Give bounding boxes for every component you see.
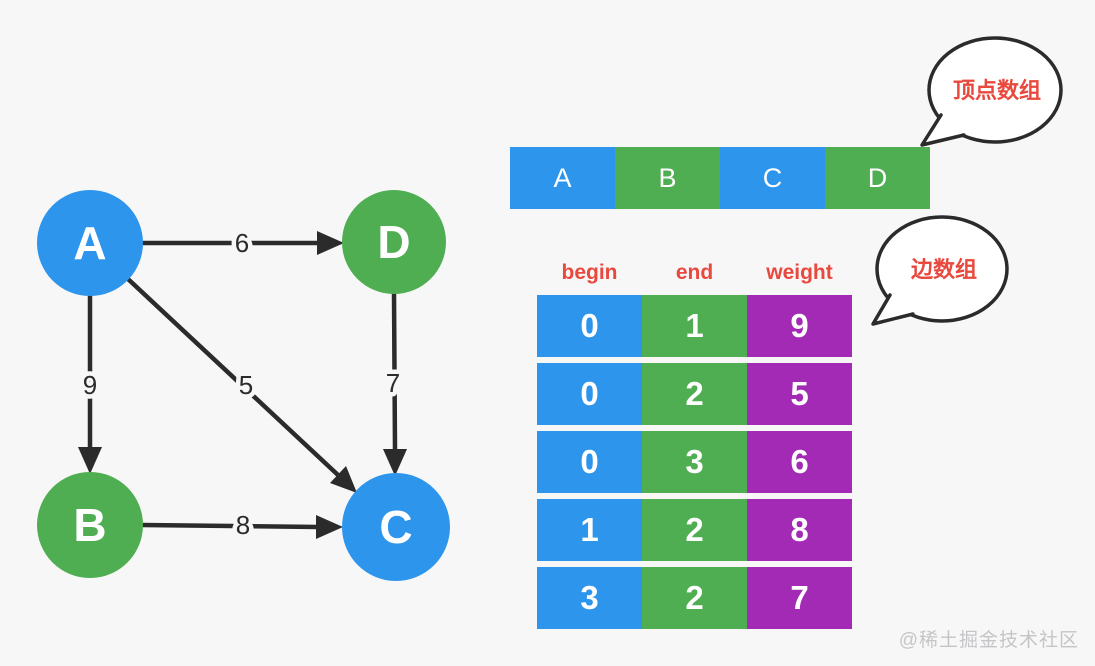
column-header-end: end [675,261,714,284]
graph-diagram: 6 9 5 7 8 A [37,190,450,581]
vertex-cell: C [720,147,825,209]
table-row: 0 3 6 [537,431,852,493]
watermark: @稀土掘金技术社区 [898,630,1079,651]
edge-a-b: 9 [78,292,102,474]
graph-node-d: D [342,190,446,294]
arrowhead-icon [316,515,343,539]
table-row: 3 2 7 [537,567,852,629]
edge-array-bubble-label: 边数组 [910,257,977,282]
edge-weight-label: 7 [386,368,400,398]
column-header-begin: begin [561,261,618,284]
cell-weight: 7 [747,567,852,629]
node-label: B [73,499,106,551]
graph-node-c: C [342,473,450,581]
cell-weight: 5 [747,363,852,425]
edge-weight-label: 8 [236,510,250,540]
bubble-tail-icon [920,113,966,147]
edge-table-header-row: begin end weight [537,259,852,286]
node-label: A [73,217,106,269]
cell-begin: 0 [537,431,642,493]
cell-weight: 8 [747,499,852,561]
edge-d-c: 7 [381,290,407,476]
cell-weight: 6 [747,431,852,493]
edge-a-c: 5 [125,276,357,493]
node-label: D [377,216,410,268]
cell-end: 2 [642,567,747,629]
graph-node-a: A [37,190,143,296]
cell-end: 3 [642,431,747,493]
node-label: C [379,501,412,553]
cell-begin: 3 [537,567,642,629]
cell-weight: 9 [747,295,852,357]
vertex-array-bubble-label: 顶点数组 [953,78,1041,103]
edge-weight-label: 5 [239,370,253,400]
edge-b-c: 8 [139,506,343,545]
cell-end: 2 [642,499,747,561]
bubble-tail-icon [871,293,915,326]
cell-end: 2 [642,363,747,425]
cell-begin: 0 [537,363,642,425]
arrowhead-icon [330,466,357,493]
vertex-cell: A [510,147,615,209]
vertex-cell: D [825,147,930,209]
cell-begin: 1 [537,499,642,561]
graph-node-b: B [37,472,143,578]
vertex-array-bubble: 顶点数组 [920,36,1063,147]
edge-weight-label: 6 [235,228,249,258]
arrowhead-icon [78,447,102,474]
vertex-cell: B [615,147,720,209]
edge-array-bubble: 边数组 [871,215,1009,326]
edge-weight-label: 9 [83,370,97,400]
vertex-array: A B C D [510,147,930,209]
table-row: 1 2 8 [537,499,852,561]
edge-array-table: begin end weight 0 1 9 0 2 5 0 3 6 1 2 8… [537,259,852,635]
edge-a-d: 6 [139,224,344,263]
cell-begin: 0 [537,295,642,357]
column-header-weight: weight [766,261,833,284]
table-row: 0 1 9 [537,295,852,357]
cell-end: 1 [642,295,747,357]
arrowhead-icon [317,231,344,255]
arrowhead-icon [383,449,407,476]
table-row: 0 2 5 [537,363,852,425]
